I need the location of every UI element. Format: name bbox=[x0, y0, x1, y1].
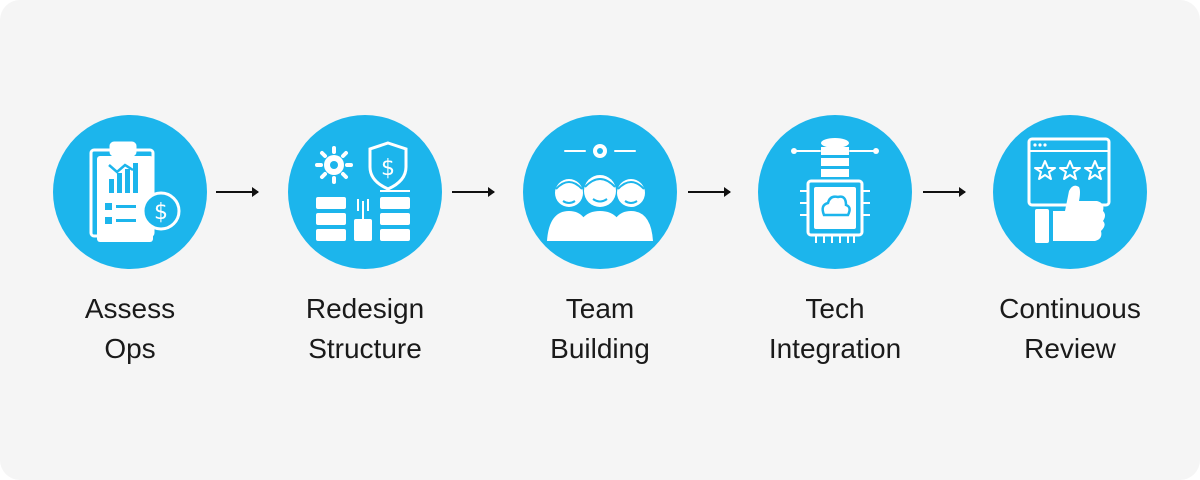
step-circle: $ bbox=[288, 115, 442, 269]
step-label: Assess Ops bbox=[10, 289, 250, 369]
step-circle: $ bbox=[53, 115, 207, 269]
arrow-connector bbox=[688, 187, 731, 197]
step-label: Continuous Review bbox=[950, 289, 1190, 369]
step-label-line2: Review bbox=[1024, 333, 1116, 364]
step-label-line2: Structure bbox=[308, 333, 422, 364]
step-label: Redesign Structure bbox=[245, 289, 485, 369]
step-label-line1: Continuous bbox=[999, 293, 1141, 324]
arrow-connector bbox=[216, 187, 259, 197]
svg-text:$: $ bbox=[154, 200, 168, 225]
step-label-line1: Redesign bbox=[305, 293, 425, 324]
step-label-line2: Building bbox=[550, 333, 650, 364]
step-continuous-review: Continuous Review bbox=[950, 115, 1190, 369]
step-redesign-structure: $ Redesign Str bbox=[245, 115, 485, 369]
servers-gear-shield-icon: $ bbox=[315, 141, 410, 241]
step-assess-ops: $ Assess Ops bbox=[10, 115, 250, 369]
step-circle bbox=[523, 115, 677, 269]
clipboard-chart-dollar-icon: $ bbox=[89, 141, 181, 242]
arrow-connector bbox=[452, 187, 495, 197]
step-circle bbox=[993, 115, 1147, 269]
step-label-line1: Team bbox=[565, 293, 635, 324]
arrow-connector bbox=[923, 187, 966, 197]
step-label-line2: Integration bbox=[768, 333, 902, 364]
database-cloud-chip-icon bbox=[791, 138, 879, 243]
step-tech-integration: Tech Integration bbox=[715, 115, 955, 369]
step-label: Team Building bbox=[480, 289, 720, 369]
svg-text:$: $ bbox=[381, 156, 395, 181]
step-circle bbox=[758, 115, 912, 269]
step-team-building: Team Building bbox=[480, 115, 720, 369]
step-label-line1: Tech bbox=[805, 293, 865, 324]
step-label-line1: Assess bbox=[84, 293, 176, 324]
stars-thumbs-up-icon bbox=[1027, 137, 1111, 243]
step-label-line2: Ops bbox=[104, 333, 156, 364]
team-people-gear-icon bbox=[547, 144, 653, 241]
step-label: Tech Integration bbox=[715, 289, 955, 369]
